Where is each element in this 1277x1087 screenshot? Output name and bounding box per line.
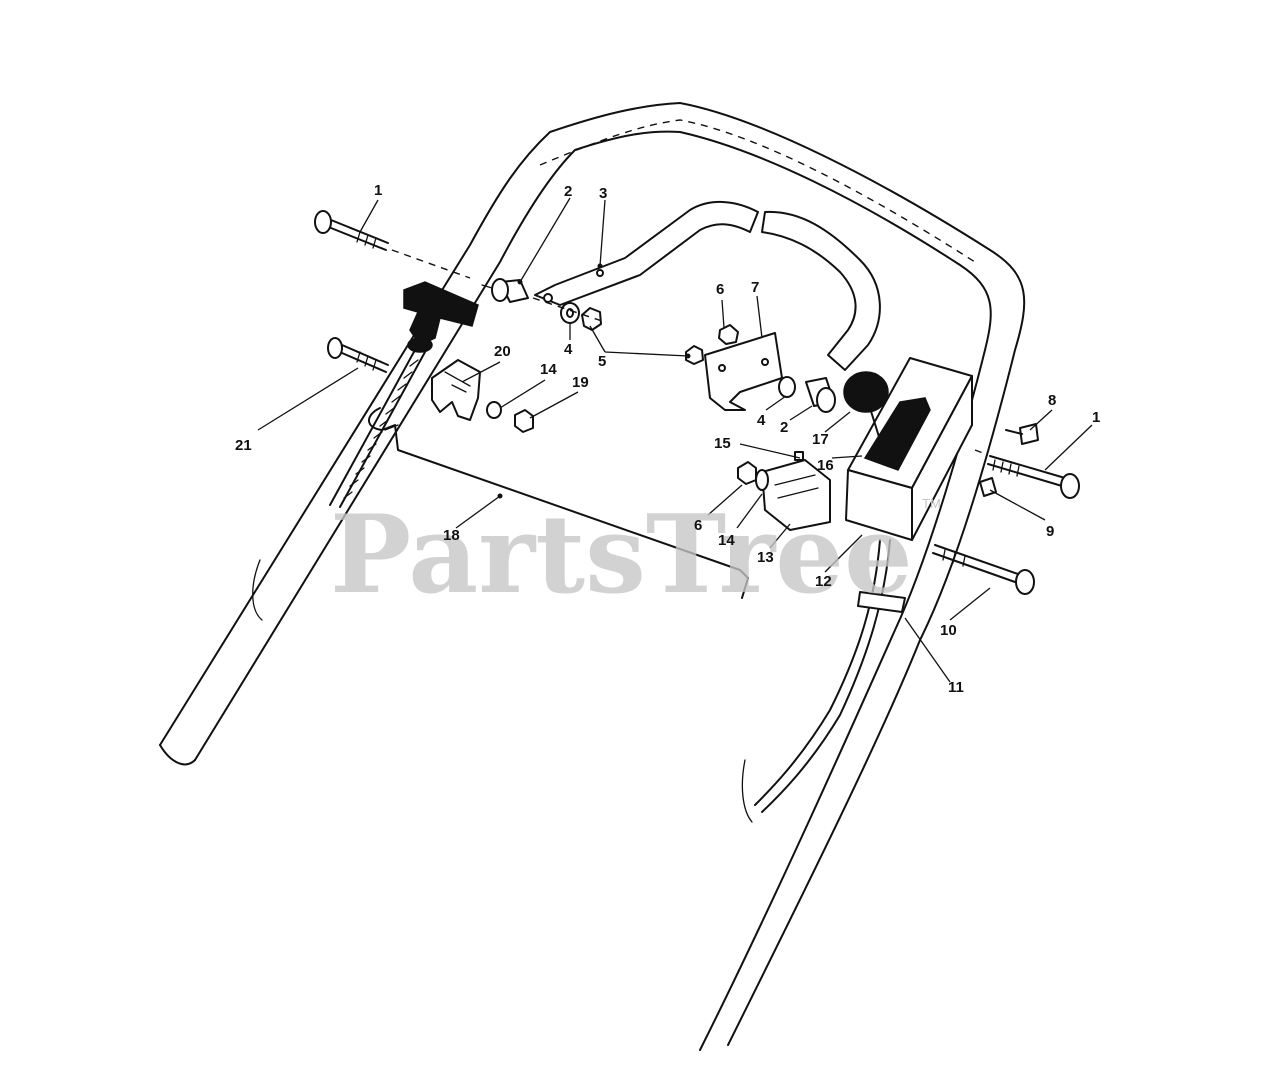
callout-8: 8 xyxy=(1048,392,1056,409)
callout-16: 16 xyxy=(817,457,834,474)
handle-frame xyxy=(159,102,1026,1051)
carriage-bolt-1-left xyxy=(314,210,471,279)
callout-15: 15 xyxy=(714,435,731,452)
nut-19 xyxy=(514,409,534,433)
callout-4-lower: 4 xyxy=(757,412,766,429)
callout-14-lower: 14 xyxy=(718,532,735,549)
callout-labels: 1 2 3 4 5 6 7 8 1 20 14 19 21 4 2 17 15 … xyxy=(235,182,1100,696)
bolt-8 xyxy=(1005,423,1039,445)
watermark-trademark: TM xyxy=(922,496,941,511)
carriage-bolt-10 xyxy=(932,544,1035,595)
callout-9: 9 xyxy=(1046,523,1054,540)
callout-12: 12 xyxy=(815,573,832,590)
washer-14-lower xyxy=(755,469,769,491)
screw-9 xyxy=(979,477,997,497)
callout-leaders xyxy=(257,197,1093,683)
callout-18: 18 xyxy=(443,527,460,544)
callout-1-right: 1 xyxy=(1092,409,1100,426)
washer-14 xyxy=(486,401,502,419)
callout-3: 3 xyxy=(599,185,607,202)
throttle-cable-11 xyxy=(754,539,906,813)
callout-19: 19 xyxy=(572,374,589,391)
callout-11: 11 xyxy=(948,679,964,696)
washer-4-lower xyxy=(778,376,796,398)
callout-7: 7 xyxy=(751,279,759,296)
carriage-bolt-21 xyxy=(327,337,389,373)
nut-6-lower xyxy=(737,461,757,485)
callout-20: 20 xyxy=(494,343,511,360)
callout-21: 21 xyxy=(235,437,252,454)
cable-clip-20 xyxy=(431,359,481,421)
watermark-text: PartsTree xyxy=(330,492,913,618)
callout-2-lower: 2 xyxy=(780,419,788,436)
screw-15 xyxy=(794,451,804,461)
throttle-control-box xyxy=(843,357,973,541)
callout-5: 5 xyxy=(598,353,606,370)
nut-5-lower xyxy=(685,345,704,365)
pivot-2-upper xyxy=(481,278,529,303)
switch-13 xyxy=(761,459,831,531)
upper-bail xyxy=(534,200,881,371)
nut-6-upper xyxy=(718,324,739,345)
watermark: PartsTree TM xyxy=(330,492,941,618)
callout-13: 13 xyxy=(757,549,774,566)
control-rod-18 xyxy=(368,407,749,599)
callout-6-upper: 6 xyxy=(716,281,724,298)
callout-2-upper: 2 xyxy=(564,183,572,200)
bracket-7 xyxy=(704,332,783,411)
callout-4-upper: 4 xyxy=(564,341,573,358)
callout-6-lower: 6 xyxy=(694,517,702,534)
washer-4-upper xyxy=(560,302,580,324)
callout-1-left: 1 xyxy=(374,182,382,199)
callout-17: 17 xyxy=(812,431,829,448)
carriage-bolt-1-right xyxy=(974,449,1080,499)
pivot-2-lower xyxy=(805,377,836,413)
callout-10: 10 xyxy=(940,622,957,639)
callout-14-upper: 14 xyxy=(540,361,557,378)
nut-5-upper xyxy=(581,307,602,331)
